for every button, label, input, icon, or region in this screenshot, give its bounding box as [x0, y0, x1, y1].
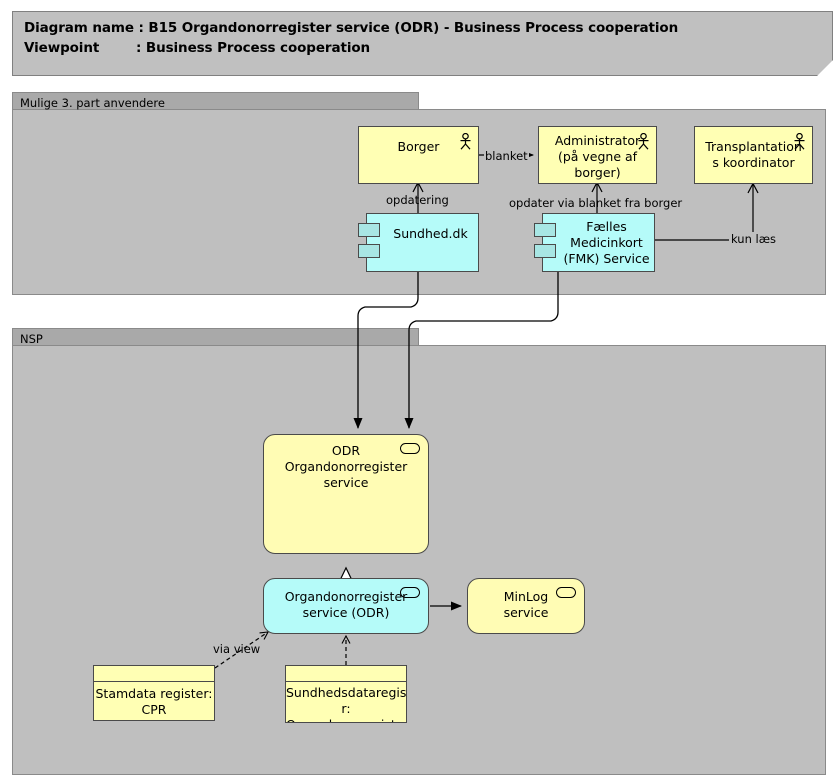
data-object-header-bar: [94, 666, 214, 682]
edge-label-via-view: via view: [213, 642, 261, 656]
node-odr-component-label: Organdonorregister service (ODR): [284, 589, 408, 620]
group-third-party-label: Mulige 3. part anvendere: [20, 96, 165, 110]
node-administrator-label: Administrator (på vegne af borger): [554, 133, 641, 180]
actor-icon: [637, 132, 650, 150]
node-stamdata-cpr-label: Stamdata register: CPR: [95, 686, 213, 717]
group-nsp-tab: [12, 328, 419, 346]
edge-label-opdater-blanket: opdater via blanket fra borger: [509, 196, 683, 210]
node-fmk-service[interactable]: Fælles Medicinkort (FMK) Service: [534, 213, 655, 272]
node-odr-service[interactable]: ODR Organdonorregister service: [263, 434, 429, 554]
node-sundhed-dk-label: Sundhed.dk: [393, 226, 468, 241]
edge-label-blanket: blanket: [484, 149, 529, 163]
node-stamdata-cpr[interactable]: Stamdata register: CPR: [93, 665, 215, 721]
edge-label-opdatering: opdatering: [386, 193, 449, 207]
node-administrator[interactable]: Administrator (på vegne af borger): [538, 126, 657, 184]
node-odr-service-label: ODR Organdonorregister service: [284, 443, 408, 490]
service-icon: [400, 587, 420, 598]
node-fmk-service-label: Fælles Medicinkort (FMK) Service: [563, 219, 650, 266]
service-icon: [556, 587, 576, 598]
node-borger-label: Borger: [397, 139, 440, 154]
component-icon: [534, 244, 556, 258]
group-third-party-tab: [12, 92, 419, 110]
node-minlog-service[interactable]: MinLog service: [467, 578, 585, 634]
node-transplantation-koordinator-label: Transplantation s koordinator: [705, 139, 802, 170]
actor-icon: [793, 132, 806, 150]
edge-label-kun-laes: kun læs: [729, 232, 779, 246]
node-transplantation-koordinator[interactable]: Transplantation s koordinator: [694, 126, 813, 184]
actor-icon: [459, 132, 472, 150]
data-object-header-bar: [286, 666, 406, 682]
service-icon: [400, 443, 420, 454]
node-sundhedsdataregister[interactable]: Sundhedsdataregiste r: Organdonorregiste…: [285, 665, 407, 723]
node-sundhedsdataregister-label: Sundhedsdataregiste r: Organdonorregiste…: [286, 685, 407, 722]
viewpoint-line: Viewpoint : Business Process cooperation: [24, 40, 371, 56]
component-icon: [358, 223, 380, 237]
diagram-header-note: [12, 11, 833, 76]
group-nsp-label: NSP: [20, 332, 43, 346]
component-icon: [358, 244, 380, 258]
node-borger[interactable]: Borger: [358, 126, 479, 184]
component-icon: [534, 223, 556, 237]
diagram-name-line: Diagram name : B15 Organdonorregister se…: [24, 20, 679, 36]
node-sundhed-dk[interactable]: Sundhed.dk: [358, 213, 479, 272]
node-minlog-service-label: MinLog service: [503, 589, 549, 620]
node-odr-component[interactable]: Organdonorregister service (ODR): [263, 578, 429, 634]
